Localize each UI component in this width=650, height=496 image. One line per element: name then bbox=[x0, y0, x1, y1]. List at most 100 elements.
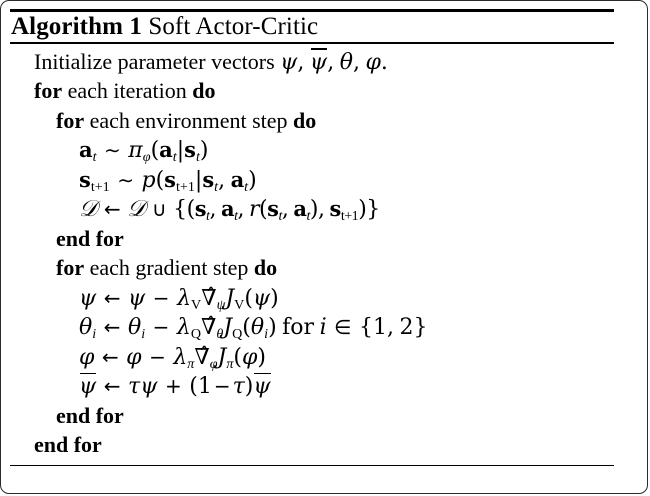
subscript-v-2: V bbox=[234, 296, 245, 313]
symbol-j-3: J bbox=[217, 344, 227, 370]
symbol-a-vector-3: a bbox=[230, 166, 245, 192]
symbol-a-vector-4: a bbox=[220, 196, 235, 222]
subscript-psi-1: ψ bbox=[216, 296, 226, 313]
keyword-for-1: for bbox=[34, 78, 63, 104]
subscript-t-4: t bbox=[214, 178, 219, 195]
operator-minus-1: − bbox=[152, 285, 170, 310]
keyword-for-3: for bbox=[56, 255, 85, 281]
line-update-psi: ψ ← ψ − λV∇̂ψJV(ψ) bbox=[79, 285, 279, 313]
algorithm-body: Initialize parameter vectors ψ, ψ, θ, φ.… bbox=[10, 44, 614, 465]
subscript-i-3: i bbox=[264, 326, 269, 343]
line-update-replay-buffer: 𝒟 ← 𝒟 ∪ {(st, at, r(st, at), st+1)} bbox=[79, 196, 380, 225]
symbol-tau-2: τ bbox=[232, 374, 245, 400]
subscript-i-1: i bbox=[92, 326, 97, 343]
operator-arrow-2: ← bbox=[103, 285, 121, 310]
line-sample-next-state: st+1 ∼ p(st+1|st, at) bbox=[79, 166, 257, 195]
line-update-psi-bar: ψ ← τψ + (1−τ)ψ bbox=[10, 371, 614, 401]
initialize-words: Initialize parameter vectors bbox=[34, 48, 275, 74]
mid-bar-1: | bbox=[176, 138, 185, 164]
operator-sim-1: ∼ bbox=[104, 138, 121, 163]
operator-arrow-1: ← bbox=[103, 197, 121, 222]
symbol-tau-1: τ bbox=[128, 374, 141, 400]
symbol-theta-rhs: θ bbox=[127, 315, 142, 341]
symbol-phi-arg: φ bbox=[242, 344, 258, 370]
subscript-t-6: t bbox=[206, 208, 210, 225]
each-gradient-step-text: each gradient step bbox=[89, 255, 249, 281]
algorithm-block: Algorithm 1 Soft Actor-Critic Initialize… bbox=[10, 9, 614, 467]
comma-3: , bbox=[352, 49, 360, 75]
operator-union-1: ∪ bbox=[151, 197, 167, 222]
symbol-pi-1: π bbox=[128, 138, 143, 164]
each-environment-step-text: each environment step bbox=[89, 107, 288, 133]
each-iteration-text: each iteration bbox=[67, 78, 187, 104]
symbol-psi-arg-1: ψ bbox=[252, 285, 271, 311]
symbol-s-vector-6: s bbox=[267, 196, 279, 222]
algorithm-label: Algorithm 1 bbox=[11, 13, 142, 40]
symbol-a-vector-5: a bbox=[293, 196, 307, 222]
algorithm-bottom-rule bbox=[10, 464, 614, 467]
operator-sim-2: ∼ bbox=[117, 167, 134, 192]
mid-bar-2: | bbox=[194, 167, 203, 193]
line-for-iteration: for each iteration do bbox=[10, 76, 614, 106]
symbol-s-vector-5: s bbox=[194, 196, 207, 222]
symbol-r-1: r bbox=[249, 197, 260, 223]
comma-1: , bbox=[297, 49, 305, 75]
subscript-theta-i-1: θ bbox=[216, 326, 224, 343]
line-for-gradient-step: for each gradient step do bbox=[10, 253, 614, 283]
value-one: 1 bbox=[373, 315, 388, 341]
comma-4: , bbox=[218, 167, 226, 193]
comma-5: , bbox=[209, 197, 216, 223]
symbol-script-d-2: 𝒟 bbox=[127, 196, 145, 223]
subscript-t-5: t bbox=[244, 178, 249, 195]
symbol-psi-lhs: ψ bbox=[79, 285, 97, 311]
comma-7: , bbox=[281, 197, 289, 223]
subscript-v-1: V bbox=[191, 296, 202, 313]
for-word-inline: for bbox=[282, 315, 315, 341]
subscript-t-7: t bbox=[234, 208, 238, 225]
symbol-theta-lhs: θ bbox=[79, 315, 93, 341]
subscript-q-1: Q bbox=[190, 326, 201, 343]
operator-plus-1: + bbox=[164, 374, 182, 399]
keyword-end-for-2: end for bbox=[56, 402, 124, 428]
keyword-end-for-3: end for bbox=[34, 432, 102, 458]
subscript-t-9: t bbox=[306, 208, 310, 225]
algorithm-title-rule bbox=[10, 42, 614, 44]
symbol-phi: φ bbox=[365, 49, 381, 75]
symbol-phi-rhs: φ bbox=[126, 344, 142, 370]
subscript-t-8: t bbox=[278, 208, 282, 225]
operator-arrow-5: ← bbox=[103, 374, 121, 399]
symbol-phi-lhs: φ bbox=[79, 344, 95, 370]
keyword-do-3: do bbox=[253, 255, 278, 281]
operator-minus-2: − bbox=[152, 315, 170, 340]
symbol-lambda-v: λ bbox=[177, 285, 192, 311]
symbol-psi-rhs: ψ bbox=[128, 285, 146, 311]
symbol-psi-bar-lhs: ψ bbox=[79, 372, 97, 402]
symbol-a-vector-1: a bbox=[79, 137, 93, 163]
line-update-phi: φ ← φ − λπ∇̂φJπ(φ) bbox=[79, 344, 267, 372]
keyword-do-1: do bbox=[192, 78, 216, 104]
operator-arrow-3: ← bbox=[103, 315, 121, 340]
symbol-nabla-hat-2: ∇̂ bbox=[201, 315, 217, 341]
subscript-t-plus-1-b: t+1 bbox=[176, 178, 195, 195]
symbol-p-1: p bbox=[141, 167, 156, 193]
symbol-j-1: J bbox=[225, 285, 235, 311]
symbol-j-2: J bbox=[223, 315, 233, 341]
symbol-psi-bar-rhs: ψ bbox=[253, 372, 271, 402]
algorithm-title: Algorithm 1 Soft Actor-Critic bbox=[10, 12, 614, 42]
symbol-lambda-pi: λ bbox=[173, 344, 188, 370]
subscript-i-2: i bbox=[141, 326, 146, 343]
subscript-t-plus-1-c: t+1 bbox=[340, 208, 359, 225]
line-end-for-iteration: end for bbox=[10, 430, 614, 460]
line-for-environment-step: for each environment step do bbox=[10, 106, 614, 136]
operator-minus-3: − bbox=[149, 344, 166, 369]
line-end-for-gradient-step: end for bbox=[10, 401, 614, 431]
keyword-for-2: for bbox=[56, 107, 85, 133]
line-sample-action: at ∼ πφ(at|st) bbox=[79, 137, 209, 166]
symbol-nabla-hat-1: ∇̂ bbox=[201, 285, 217, 311]
subscript-phi-1: φ bbox=[142, 149, 151, 166]
symbol-nabla-hat-3: ∇̂ bbox=[194, 344, 210, 370]
subscript-q-2: Q bbox=[232, 326, 243, 343]
subscript-t-1: t bbox=[92, 149, 97, 166]
keyword-do-2: do bbox=[293, 107, 317, 133]
